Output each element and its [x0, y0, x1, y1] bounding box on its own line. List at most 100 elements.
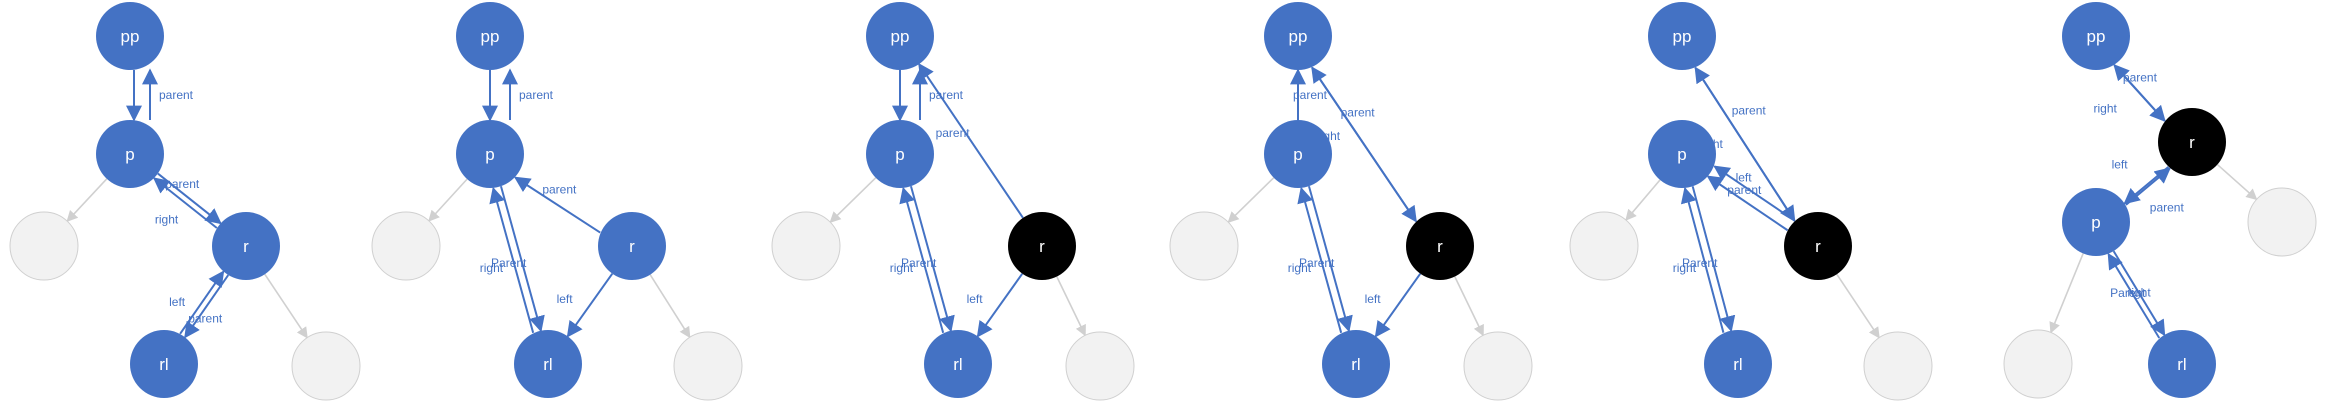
- edge-label: parent: [1293, 88, 1328, 102]
- node-rl: [2148, 330, 2216, 398]
- node-label: rl: [2177, 355, 2186, 374]
- null-node: [2247, 187, 2317, 257]
- null-child-link: [1625, 179, 1661, 221]
- left-pointer: [566, 273, 614, 338]
- node-label: p: [895, 145, 904, 164]
- node-label: r: [243, 237, 249, 256]
- edge-label: Parent: [1299, 256, 1335, 270]
- right-pointer: [2113, 64, 2166, 123]
- node-label: r: [1437, 237, 1443, 256]
- parent-pointer: [1694, 66, 1796, 222]
- null-node: [371, 211, 441, 281]
- node-label: r: [2189, 133, 2195, 152]
- null-node: [771, 211, 841, 281]
- node-r: [2158, 108, 2226, 176]
- node-p: [96, 120, 164, 188]
- edge-label: right: [1288, 261, 1312, 275]
- null-child-link: [66, 178, 108, 222]
- null-child-link: [428, 178, 468, 222]
- node-r: [1784, 212, 1852, 280]
- edge-label: right: [480, 261, 504, 275]
- null-child-link: [1056, 276, 1086, 337]
- node-label: p: [1677, 145, 1686, 164]
- right-pointer: [1691, 186, 1736, 333]
- node-label: pp: [1289, 27, 1308, 46]
- parent-pointer: [489, 186, 535, 334]
- edge-label: parent: [165, 177, 200, 191]
- parent-pointer: [152, 177, 218, 229]
- right-pointer: [500, 185, 545, 333]
- node-pp: [1648, 2, 1716, 70]
- node-rl: [1322, 330, 1390, 398]
- node-label: rl: [159, 355, 168, 374]
- edge-label: Parent: [901, 256, 937, 270]
- edge-label: Parent: [491, 256, 527, 270]
- edge-label: parent: [2150, 200, 2185, 214]
- right-pointer: [910, 185, 955, 333]
- edge-label: right: [2094, 101, 2118, 115]
- left-pointer: [1706, 175, 1789, 232]
- null-node: [1169, 211, 1239, 281]
- null-node: [1463, 331, 1533, 401]
- edge-label: parent: [1727, 183, 1762, 197]
- null-node: [1065, 331, 1135, 401]
- edge-label: parent: [188, 312, 223, 326]
- edge-label: left: [557, 292, 574, 306]
- edge-label: right: [1673, 261, 1697, 275]
- panel-5: rightparentleftparentrightParentppprrl: [1569, 2, 1933, 401]
- node-r: [1406, 212, 1474, 280]
- node-label: pp: [2087, 27, 2106, 46]
- null-node: [1569, 211, 1639, 281]
- null-node: [291, 331, 361, 401]
- parent-pointer: [2107, 252, 2161, 339]
- null-node: [1863, 331, 1933, 401]
- parent-pointer: [1680, 186, 1725, 333]
- edge-label: left: [1365, 292, 1382, 306]
- null-child-link: [829, 177, 877, 224]
- edge-label: left: [169, 295, 186, 309]
- null-child-link: [2216, 163, 2258, 201]
- parent-pointer: [179, 270, 225, 335]
- node-p: [2062, 188, 2130, 256]
- node-label: r: [1815, 237, 1821, 256]
- edge-label: parent: [1341, 106, 1376, 120]
- node-label: p: [125, 145, 134, 164]
- node-r: [1008, 212, 1076, 280]
- edge-label: right: [155, 212, 179, 226]
- null-child-link: [2049, 253, 2084, 334]
- node-pp: [866, 2, 934, 70]
- edge-label: right: [890, 261, 914, 275]
- node-p: [1264, 120, 1332, 188]
- node-label: pp: [121, 27, 140, 46]
- null-node: [2003, 329, 2073, 399]
- left-pointer: [1374, 273, 1422, 338]
- node-pp: [96, 2, 164, 70]
- node-label: rl: [543, 355, 552, 374]
- null-child-link: [1836, 273, 1880, 339]
- node-label: p: [2091, 213, 2100, 232]
- parent-pointer: [513, 176, 601, 234]
- edge-label: parent: [929, 88, 964, 102]
- edge-label: parent: [2123, 71, 2158, 85]
- node-rl: [1704, 330, 1772, 398]
- node-label: rl: [1733, 355, 1742, 374]
- edge-label: parent: [519, 88, 554, 102]
- node-p: [1648, 120, 1716, 188]
- parent-pointer: [1297, 186, 1343, 334]
- node-label: pp: [891, 27, 910, 46]
- node-label: rl: [953, 355, 962, 374]
- node-pp: [1264, 2, 1332, 70]
- edge-label: parent: [936, 126, 971, 140]
- edge-label: parent: [159, 88, 194, 102]
- edge-label: parent: [1732, 104, 1767, 118]
- edge-label: left: [967, 292, 984, 306]
- null-child-link: [649, 274, 691, 339]
- node-label: pp: [481, 27, 500, 46]
- node-p: [456, 120, 524, 188]
- node-label: rl: [1351, 355, 1360, 374]
- null-node: [9, 211, 79, 281]
- node-p: [866, 120, 934, 188]
